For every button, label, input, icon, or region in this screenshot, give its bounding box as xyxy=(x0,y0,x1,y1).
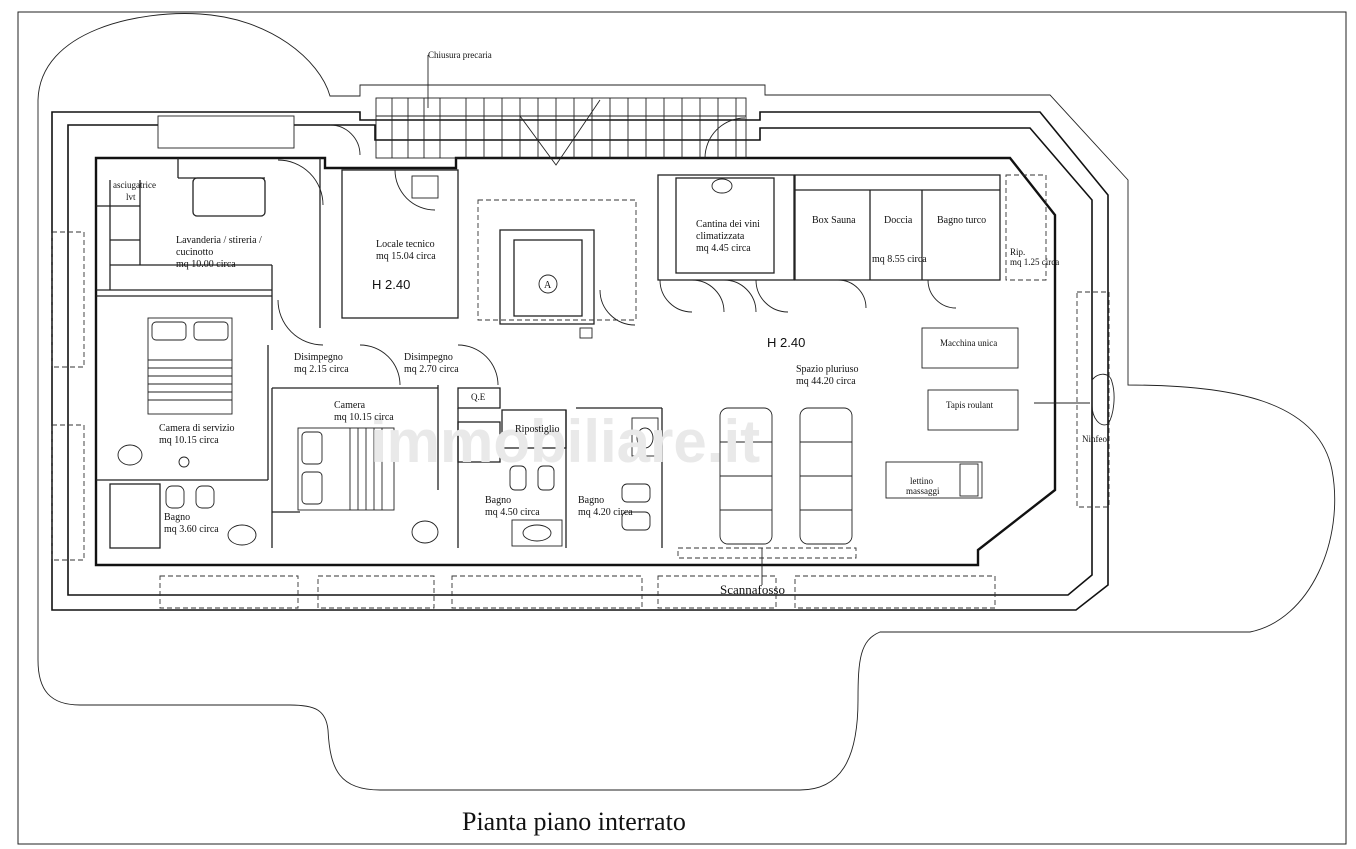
inner-wall xyxy=(67,124,1093,596)
label-lvt: lvt xyxy=(126,192,136,202)
double-bed-2 xyxy=(297,427,395,511)
pit-8 xyxy=(1076,291,1110,508)
label-camera-servizio-area: mq 10.15 circa xyxy=(159,435,219,446)
label-ripostiglio: Ripostiglio xyxy=(515,424,559,435)
pit-5 xyxy=(451,575,643,609)
ninfeo xyxy=(1034,373,1115,426)
pit-7 xyxy=(794,575,996,609)
partitions xyxy=(96,158,1047,549)
label-asciugatrice: asciugatrice xyxy=(113,180,156,190)
label-disimpegno-1: Disimpegno xyxy=(294,352,343,363)
label-scannafosso: Scannafosso xyxy=(720,582,785,597)
label-camera: Camera xyxy=(334,400,366,411)
label-camera-servizio: Camera di servizio xyxy=(159,423,235,434)
label-chiusura: Chiusura precaria xyxy=(428,50,492,60)
building-wall xyxy=(94,156,1057,567)
label-lettino-2: massaggi xyxy=(906,486,940,496)
gym-area xyxy=(677,327,1019,559)
label-doccia: Doccia xyxy=(884,215,913,226)
pit-6 xyxy=(657,575,777,609)
pit-2 xyxy=(51,424,85,561)
label-qe: Q.E xyxy=(471,392,486,402)
label-lettino: lettino xyxy=(910,476,933,486)
label-disimpegno-2-area: mq 2.70 circa xyxy=(404,364,459,375)
label-tapis: Tapis roulant xyxy=(946,400,994,410)
label-rip-area: mq 1.25 circa xyxy=(1010,257,1059,267)
label-locale-tecnico-area: mq 15.04 circa xyxy=(376,251,436,262)
external-stair xyxy=(375,55,747,166)
label-lavanderia-area: mq 10.00 circa xyxy=(176,259,236,270)
label-box-sauna: Box Sauna xyxy=(812,215,856,226)
label-rip: Rip. xyxy=(1010,247,1025,257)
label-cantina-area: mq 4.45 circa xyxy=(696,243,751,254)
label-ninfeo: Ninfeo xyxy=(1082,434,1107,444)
label-bagno-2-area: mq 4.50 circa xyxy=(485,507,540,518)
label-bagno-3-area: mq 4.20 circa xyxy=(578,507,633,518)
label-bagno-1: Bagno xyxy=(164,512,190,523)
stair-symbol: A xyxy=(544,280,552,291)
label-spazio: Spazio pluriuso xyxy=(796,364,859,375)
label-bagno-3: Bagno xyxy=(578,495,604,506)
label-cantina-2: climatizzata xyxy=(696,231,745,242)
sanitary-fixtures xyxy=(117,175,733,547)
door-swings xyxy=(277,124,957,386)
label-cantina: Cantina dei vini xyxy=(696,219,760,230)
top-window xyxy=(157,115,295,149)
pit-4 xyxy=(317,575,435,609)
label-sauna-area: mq 8.55 circa xyxy=(872,254,927,265)
double-bed-1 xyxy=(147,317,233,415)
label-disimpegno-1-area: mq 2.15 circa xyxy=(294,364,349,375)
outer-wall xyxy=(51,111,1109,611)
pit-1 xyxy=(51,231,85,368)
label-lavanderia-2: cucinotto xyxy=(176,247,213,258)
plan-title: Pianta piano interrato xyxy=(462,807,686,836)
label-bagno-turco: Bagno turco xyxy=(937,215,986,226)
label-bagno-2: Bagno xyxy=(485,495,511,506)
label-h240-a: H 2.40 xyxy=(372,277,410,292)
label-bagno-1-area: mq 3.60 circa xyxy=(164,524,219,535)
stair-symbol-circle xyxy=(538,274,558,294)
label-locale-tecnico: Locale tecnico xyxy=(376,239,435,250)
label-lavanderia: Lavanderia / stireria / xyxy=(176,235,262,246)
pit-3 xyxy=(159,575,299,609)
label-disimpegno-2: Disimpegno xyxy=(404,352,453,363)
garden-outline xyxy=(37,13,1336,791)
label-camera-area: mq 10.15 circa xyxy=(334,412,394,423)
label-h240-b: H 2.40 xyxy=(767,335,805,350)
label-spazio-area: mq 44.20 circa xyxy=(796,376,856,387)
page-border xyxy=(17,11,1347,845)
watermark: immobiliare.it xyxy=(370,408,760,475)
label-macchina: Macchina unica xyxy=(940,338,997,348)
